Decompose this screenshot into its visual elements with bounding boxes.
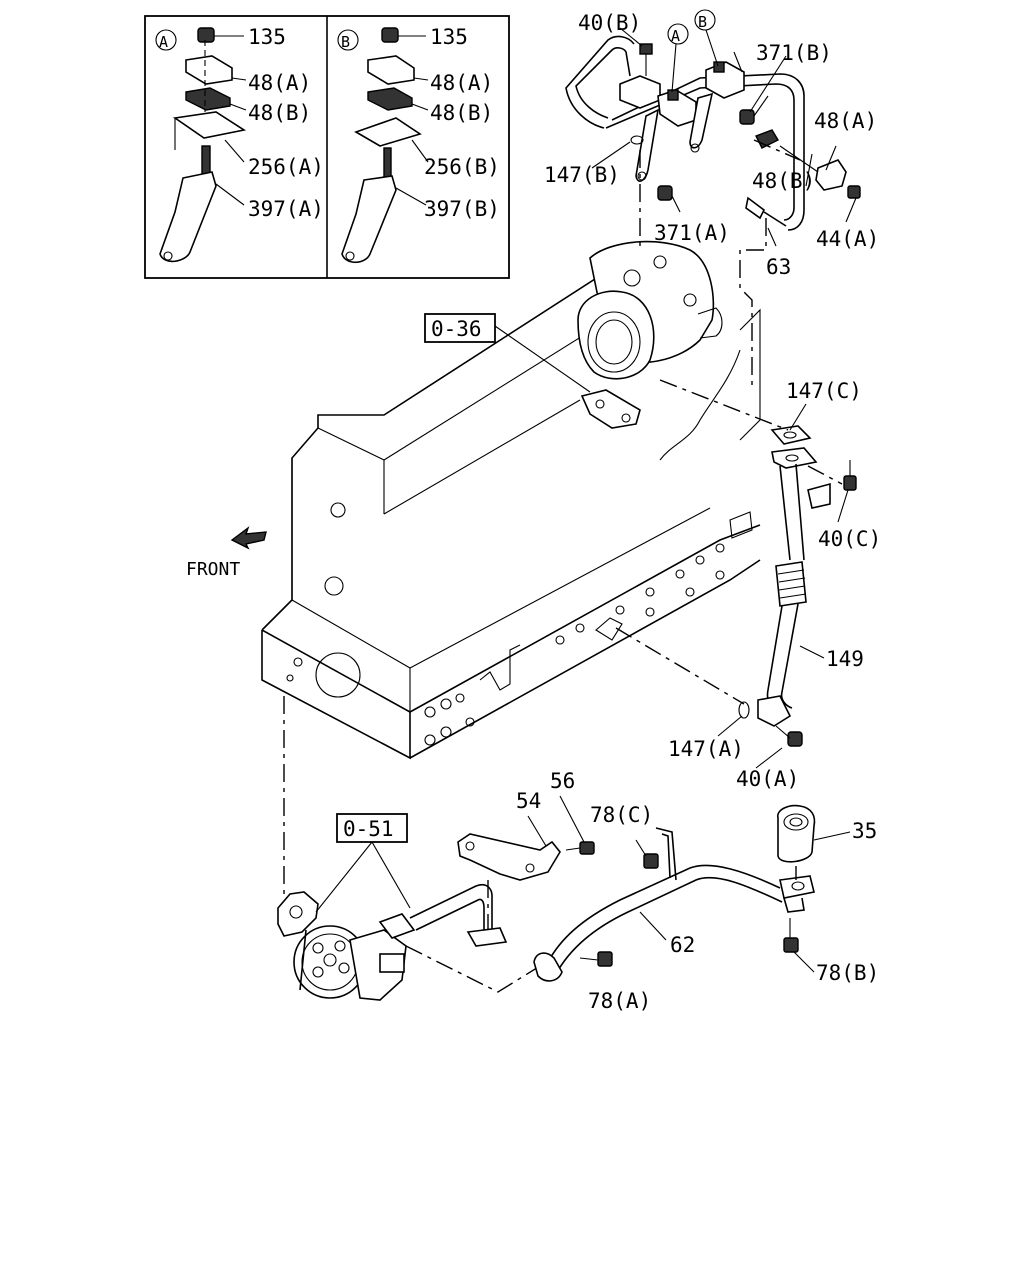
label-44a: 44(A) (816, 227, 879, 251)
oil-feed-pipe (565, 35, 861, 390)
detail-inset: A 135 48(A) 48(B) 256(A) 397(A (144, 15, 510, 279)
label-63: 63 (766, 255, 791, 279)
detail-b: B 135 48(A) 48(B) 256(B) 397(B) (337, 25, 500, 264)
ref-0-51-label: 0-51 (343, 817, 394, 841)
part-labels: 40(B) 371(B) 48(A) 147(B) 48(B) 44(A) 37… (516, 11, 881, 1013)
label-371a: 371(A) (654, 221, 730, 245)
label-149: 149 (826, 647, 864, 671)
detail-b-label-397b: 397(B) (424, 197, 500, 221)
callout-marker-b: B (698, 13, 707, 31)
oil-pump (277, 696, 541, 1001)
label-78c: 78(C) (590, 803, 653, 827)
label-54: 54 (516, 789, 541, 813)
leader-lines (527, 27, 857, 973)
label-371b: 371(B) (756, 41, 832, 65)
label-35: 35 (852, 819, 877, 843)
oil-return-pipe (615, 379, 857, 747)
oil-pipe-62 (533, 804, 816, 982)
label-147b: 147(B) (544, 163, 620, 187)
ref-0-36-label: 0-36 (431, 317, 482, 341)
label-40c: 40(C) (818, 527, 881, 551)
detail-b-label-135: 135 (430, 25, 468, 49)
detail-b-label-256b: 256(B) (424, 155, 500, 179)
block-holes (424, 543, 725, 746)
label-62: 62 (670, 933, 695, 957)
label-40b: 40(B) (578, 11, 641, 35)
label-40a: 40(A) (736, 767, 799, 791)
detail-a-label-256a: 256(A) (248, 155, 324, 179)
label-147c: 147(C) (786, 379, 862, 403)
label-78b: 78(B) (816, 961, 879, 985)
detail-a-label-48b: 48(B) (248, 101, 311, 125)
front-indicator: FRONT (186, 526, 267, 580)
ref-box-0-51: 0-51 (315, 813, 411, 913)
ref-box-0-36: 0-36 (424, 313, 591, 393)
detail-b-label-48b: 48(B) (430, 101, 493, 125)
detail-a: A 135 48(A) 48(B) 256(A) 397(A (155, 25, 324, 263)
front-label: FRONT (186, 559, 240, 580)
label-147a: 147(A) (668, 737, 744, 761)
label-78a: 78(A) (588, 989, 651, 1013)
label-48a: 48(A) (814, 109, 877, 133)
label-56: 56 (550, 769, 575, 793)
detail-a-label-135: 135 (248, 25, 286, 49)
callout-markers: A B (667, 9, 719, 93)
detail-a-label-397a: 397(A) (248, 197, 324, 221)
label-48b: 48(B) (752, 169, 815, 193)
detail-a-marker: A (159, 33, 168, 51)
suction-pipe (409, 833, 595, 947)
detail-b-marker: B (341, 33, 350, 51)
callout-marker-a: A (671, 27, 680, 45)
detail-a-label-48a: 48(A) (248, 71, 311, 95)
turbocharger (577, 240, 723, 429)
detail-b-label-48a: 48(A) (430, 71, 493, 95)
